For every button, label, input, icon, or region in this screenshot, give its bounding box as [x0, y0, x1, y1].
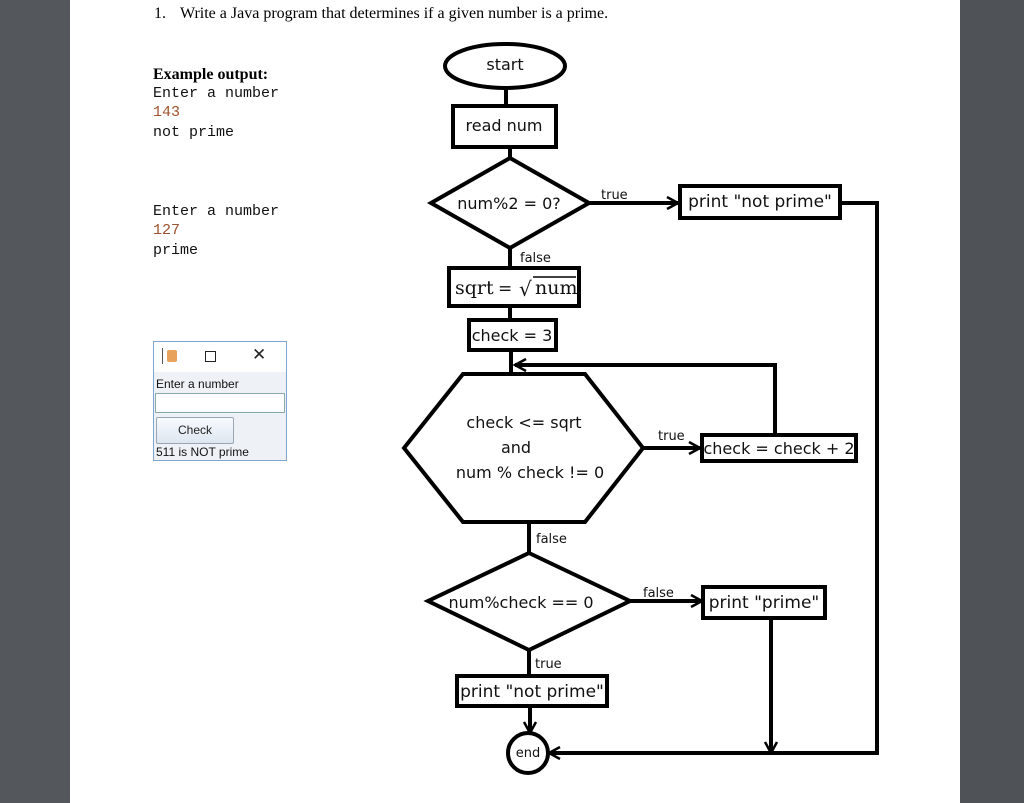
- print-not-prime-2-label: print "not prime": [460, 682, 604, 702]
- window-titlebar: ✕: [154, 342, 286, 372]
- print-prime-node: [701, 585, 827, 620]
- print-not-prime-2-node: [455, 674, 609, 708]
- window-field-label: Enter a number: [156, 377, 239, 391]
- print-not-prime-1-node: [678, 184, 842, 220]
- sqrt-arg-label: num: [535, 277, 578, 299]
- example1-input: 143: [153, 104, 181, 121]
- viewer-margin: [960, 0, 1024, 803]
- java-app-icon: [162, 348, 179, 364]
- cond1-diamond: [426, 155, 594, 251]
- sqrt-var-label: sqrt: [455, 277, 494, 299]
- question-number: 1.: [154, 5, 166, 22]
- loop-line1: check <= sqrt: [466, 413, 581, 432]
- start-label: start: [486, 55, 523, 74]
- end-node: [506, 731, 550, 775]
- end-label: end: [516, 746, 541, 761]
- sqrt-radical-label: √: [519, 277, 532, 301]
- close-icon[interactable]: ✕: [252, 345, 267, 364]
- increment-node: [700, 433, 858, 463]
- cond2-false-label: false: [643, 586, 674, 601]
- example1-output: not prime: [153, 124, 235, 141]
- loop-true-label: true: [658, 429, 685, 444]
- check-button[interactable]: Check: [156, 417, 234, 444]
- question-body: Write a Java program that determines if …: [180, 5, 609, 22]
- cond2-diamond: [423, 550, 635, 653]
- loop-line2: and: [501, 438, 531, 457]
- read-label: read num: [466, 116, 543, 135]
- print-not-prime-1-label: print "not prime": [688, 192, 832, 212]
- cond2-true-label: true: [535, 657, 562, 672]
- print-prime-label: print "prime": [709, 593, 820, 613]
- number-input[interactable]: [155, 393, 285, 413]
- maximize-icon[interactable]: [205, 351, 216, 362]
- start-node: [443, 42, 567, 90]
- example2-output: prime: [153, 242, 199, 259]
- flow-connectors: [504, 88, 879, 753]
- loop-hexagon: [401, 372, 646, 524]
- sqrt-eq-label: =: [498, 279, 512, 299]
- java-window-screenshot: ✕ Enter a number Check 511 is NOT prime: [153, 341, 287, 461]
- example-heading: Example output:: [153, 66, 269, 83]
- increment-label: check = check + 2: [703, 439, 854, 458]
- check-init-node: [467, 318, 558, 352]
- example2-prompt: Enter a number: [153, 203, 280, 220]
- cond1-false-label: false: [520, 251, 551, 266]
- example2-input: 127: [153, 222, 181, 239]
- question-text: 1. Write a Java program that determines i…: [154, 5, 608, 23]
- edge-notprime1-end: [549, 201, 879, 753]
- cond2-label: num%check == 0: [448, 593, 593, 612]
- edge-loop-back: [515, 365, 777, 436]
- read-node: [451, 104, 558, 149]
- example1-prompt: Enter a number: [153, 85, 280, 102]
- result-label: 511 is NOT prime: [156, 445, 249, 459]
- check-init-label: check = 3: [472, 326, 553, 345]
- sqrt-node: [447, 266, 581, 308]
- cond1-true-label: true: [601, 188, 628, 203]
- loop-false-label: false: [536, 532, 567, 547]
- cond1-label: num%2 = 0?: [457, 194, 561, 213]
- loop-line3: num % check != 0: [456, 463, 604, 482]
